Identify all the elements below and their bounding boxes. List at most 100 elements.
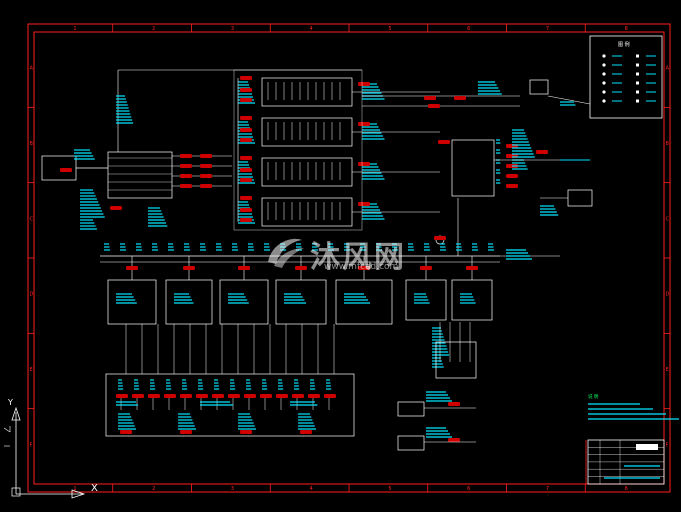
legend-symbol bbox=[602, 72, 606, 76]
ruler-number: 7 bbox=[546, 26, 549, 32]
ruler-number: 5 bbox=[388, 486, 391, 492]
device-tag bbox=[260, 394, 272, 398]
legend-symbol bbox=[636, 81, 639, 85]
device-tag bbox=[428, 104, 440, 108]
device-tag bbox=[110, 206, 122, 210]
device-tag bbox=[240, 88, 252, 92]
legend-symbol bbox=[636, 99, 639, 103]
ruler-number: 1 bbox=[73, 486, 76, 492]
device-tag bbox=[240, 116, 252, 120]
ruler-number: 5 bbox=[388, 26, 391, 32]
device-tag bbox=[420, 266, 432, 270]
device-tag bbox=[424, 96, 436, 100]
ruler-number: 8 bbox=[625, 486, 628, 492]
device-tag bbox=[240, 128, 252, 132]
device-tag bbox=[358, 266, 370, 270]
ruler-letter: B bbox=[666, 141, 670, 147]
legend-symbol bbox=[636, 54, 639, 58]
ruler-number: 3 bbox=[231, 486, 234, 492]
legend-symbol bbox=[602, 99, 606, 103]
device-tag bbox=[212, 394, 224, 398]
ruler-number: 4 bbox=[310, 486, 313, 492]
device-tag bbox=[358, 82, 370, 86]
device-tag bbox=[238, 266, 250, 270]
device-tag bbox=[164, 394, 176, 398]
legend-symbol bbox=[636, 72, 639, 76]
device-tag bbox=[180, 430, 192, 434]
axis-arrow-y bbox=[11, 406, 21, 421]
meter-box bbox=[529, 79, 549, 95]
sub-panel bbox=[335, 279, 393, 325]
switchgear-enclosure bbox=[233, 69, 363, 231]
ruler-number: 2 bbox=[152, 486, 155, 492]
device-tag bbox=[180, 394, 192, 398]
axis-tick bbox=[3, 427, 11, 433]
ruler-number: 1 bbox=[73, 26, 76, 32]
device-tag bbox=[240, 76, 252, 80]
notes-heading: 说 明 bbox=[588, 393, 599, 400]
watermark-url: www.mfcad.com bbox=[324, 262, 399, 272]
ruler-letter: D bbox=[30, 292, 34, 298]
watermark-logo-icon bbox=[268, 238, 304, 268]
device-tag bbox=[536, 150, 548, 154]
device-tag bbox=[180, 164, 192, 168]
ruler-letter: E bbox=[666, 367, 669, 373]
device-tag bbox=[244, 394, 256, 398]
device-tag bbox=[240, 218, 252, 222]
device-tag bbox=[506, 184, 518, 188]
origin-square bbox=[11, 487, 21, 497]
device-tag bbox=[292, 394, 304, 398]
ruler-letter: B bbox=[30, 141, 34, 147]
device-tag bbox=[180, 184, 192, 188]
device-tag bbox=[434, 236, 446, 240]
device-tag bbox=[448, 402, 460, 406]
distribution-panel bbox=[261, 157, 353, 187]
device-tag bbox=[358, 122, 370, 126]
ruler-letter: D bbox=[666, 292, 670, 298]
watermark-text: 沐风网 bbox=[310, 240, 406, 275]
ruler-number: 6 bbox=[467, 486, 470, 492]
sub-panel bbox=[219, 279, 269, 325]
device-tag bbox=[308, 394, 320, 398]
distribution-panel bbox=[261, 117, 353, 147]
device-tag bbox=[506, 174, 518, 178]
ruler-letter: F bbox=[30, 442, 33, 448]
device-tag bbox=[240, 156, 252, 160]
ruler-letter: C bbox=[30, 216, 34, 222]
sub-panel bbox=[107, 279, 157, 325]
title-logo bbox=[636, 444, 658, 450]
device-tag bbox=[295, 266, 307, 270]
legend-symbol bbox=[602, 81, 606, 85]
device-tag bbox=[324, 394, 336, 398]
feeder bbox=[547, 95, 591, 105]
axis-x-label: X bbox=[91, 483, 98, 494]
main-panel bbox=[107, 151, 173, 199]
legend-symbol bbox=[602, 54, 606, 58]
ruler-number: 6 bbox=[467, 26, 470, 32]
device-tag bbox=[240, 138, 252, 142]
device-tag bbox=[200, 164, 212, 168]
remote-box bbox=[567, 189, 593, 207]
device-tag bbox=[196, 394, 208, 398]
ruler-number: 2 bbox=[152, 26, 155, 32]
device-tag bbox=[358, 162, 370, 166]
device-tag bbox=[358, 202, 370, 206]
ruler-letter: E bbox=[30, 367, 33, 373]
lower-distribution-panel bbox=[105, 373, 355, 437]
device-tag bbox=[60, 168, 72, 172]
legend-symbol bbox=[636, 63, 639, 67]
legend-box bbox=[589, 35, 663, 119]
pump-group bbox=[435, 341, 477, 379]
device-tag bbox=[132, 394, 144, 398]
sub-panel bbox=[165, 279, 213, 325]
device-tag bbox=[200, 154, 212, 158]
device-tag bbox=[466, 266, 478, 270]
ruler-letter: F bbox=[666, 442, 669, 448]
device-tag bbox=[126, 266, 138, 270]
ruler-letter: A bbox=[666, 66, 670, 72]
device-tag bbox=[300, 430, 312, 434]
device-tag bbox=[438, 140, 450, 144]
ruler-letter: C bbox=[666, 216, 670, 222]
